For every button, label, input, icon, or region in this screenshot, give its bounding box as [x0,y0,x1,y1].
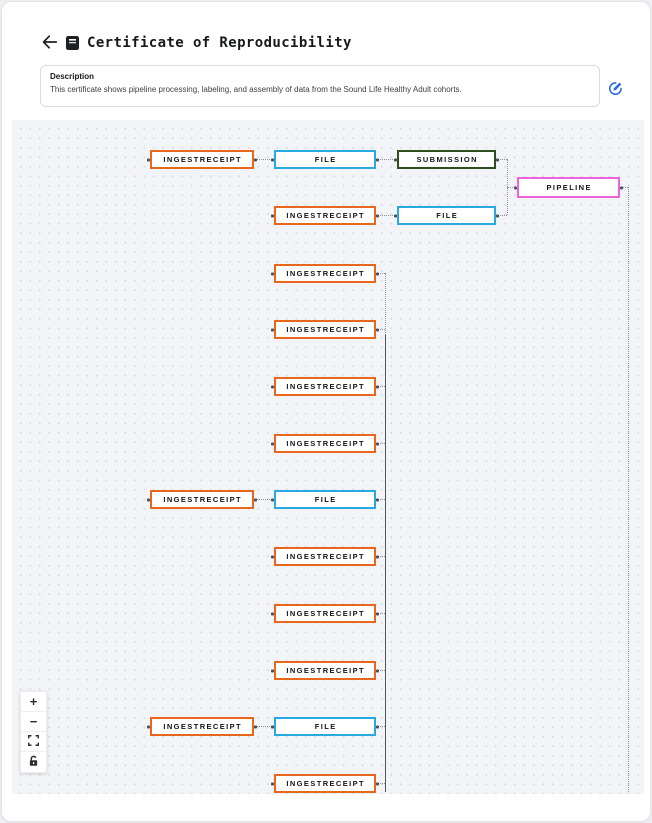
graph-node-ingestreceipt[interactable]: INGESTRECEIPT [150,150,254,169]
graph-edge-segment [376,556,385,557]
graph-edge-segment [620,187,628,188]
page-header: Certificate of Reproducibility [40,32,352,54]
page-title: Certificate of Reproducibility [87,35,352,51]
graph-node-ingestreceipt[interactable]: INGESTRECEIPT [274,774,376,793]
graph-edge-segment [254,499,274,500]
graph-node-ingestreceipt[interactable]: INGESTRECEIPT [150,717,254,736]
graph-edge-segment [376,613,385,614]
graph-node-ingestreceipt[interactable]: INGESTRECEIPT [274,434,376,453]
graph-node-file[interactable]: FILE [274,717,376,736]
lock-button[interactable] [21,752,46,772]
graph-node-label: INGESTRECEIPT [163,155,242,164]
graph-node-label: FILE [314,495,337,504]
graph-edge-segment [385,273,386,335]
graph-node-label: INGESTRECEIPT [163,722,242,731]
graph-node-label: INGESTRECEIPT [286,382,365,391]
plus-icon: + [29,694,38,709]
graph-node-submission[interactable]: SUBMISSION [397,150,496,169]
graph-node-ingestreceipt[interactable]: INGESTRECEIPT [274,661,376,680]
graph-node-file[interactable]: FILE [274,490,376,509]
graph-node-label: FILE [314,722,337,731]
description-label: Description [50,72,95,81]
graph-node-label: INGESTRECEIPT [286,552,365,561]
graph-node-file[interactable]: FILE [274,150,376,169]
graph-node-file[interactable]: FILE [397,206,496,225]
graph-edge-segment [507,187,508,215]
graph-node-label: PIPELINE [546,183,592,192]
certificate-book-icon [65,35,80,51]
graph-node-ingestreceipt[interactable]: INGESTRECEIPT [274,206,376,225]
graph-edge-segment [496,159,507,160]
fit-view-icon [27,734,40,749]
back-button[interactable] [40,34,58,52]
zoom-out-button[interactable]: − [21,712,46,732]
graph-edge-segment [376,443,385,444]
graph-node-label: INGESTRECEIPT [163,495,242,504]
graph-node-label: FILE [436,211,459,220]
graph-node-label: INGESTRECEIPT [286,666,365,675]
graph-node-ingestreceipt[interactable]: INGESTRECEIPT [150,490,254,509]
graph-edge-segment [376,726,385,727]
graph-edge-segment [628,187,629,792]
graph-edge-segment [376,386,385,387]
graph-edge-segment [376,159,397,160]
graph-edge-segment [507,159,508,187]
graph-edge-segment [254,726,274,727]
graph-node-label: INGESTRECEIPT [286,609,365,618]
lock-open-icon [28,755,39,770]
graph-node-label: INGESTRECEIPT [286,269,365,278]
graph-node-label: INGESTRECEIPT [286,439,365,448]
graph-edge-segment [376,273,385,274]
zoom-in-button[interactable]: + [21,692,46,712]
graph-node-label: INGESTRECEIPT [286,325,365,334]
description-text: This certificate shows pipeline processi… [50,85,462,94]
graph-edge-segment [254,159,274,160]
graph-edge-segment [376,499,385,500]
edit-pencil-icon [608,81,623,99]
graph-node-pipeline[interactable]: PIPELINE [517,177,620,198]
graph-node-label: FILE [314,155,337,164]
graph-node-ingestreceipt[interactable]: INGESTRECEIPT [274,320,376,339]
graph-edge-segment [376,329,385,330]
graph-node-label: INGESTRECEIPT [286,211,365,220]
graph-node-ingestreceipt[interactable]: INGESTRECEIPT [274,547,376,566]
graph-node-ingestreceipt[interactable]: INGESTRECEIPT [274,377,376,396]
graph-node-label: SUBMISSION [416,155,478,164]
graph-node-ingestreceipt[interactable]: INGESTRECEIPT [274,604,376,623]
graph-node-ingestreceipt[interactable]: INGESTRECEIPT [274,264,376,283]
graph-edge-segment [385,335,386,792]
flow-controls: + − [20,691,47,773]
flow-canvas[interactable]: + − [12,120,644,794]
graph-edge-segment [496,215,507,216]
arrow-left-icon [42,34,57,52]
graph-edge-segment [376,783,385,784]
description-card: Description This certificate shows pipel… [40,65,600,107]
graph-edge-segment [376,670,385,671]
edit-description-button[interactable] [607,82,623,98]
graph-node-label: INGESTRECEIPT [286,779,365,788]
graph-edge-segment [507,187,517,188]
fit-view-button[interactable] [21,732,46,752]
minus-icon: − [29,714,38,729]
graph-edge-segment [376,215,397,216]
